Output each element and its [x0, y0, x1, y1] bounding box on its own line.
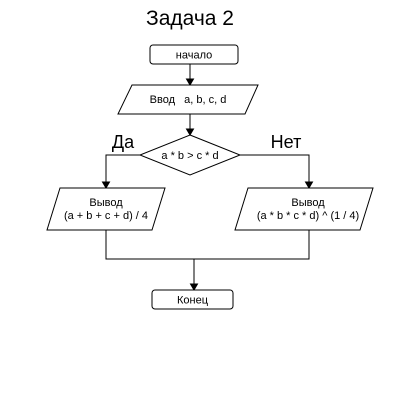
- edge-yes-merge: [105, 230, 310, 260]
- start-node: начало: [149, 44, 239, 65]
- arrowhead-decision-no: [304, 181, 314, 189]
- arrowhead-decision-yes: [101, 181, 111, 189]
- edge-decision-yes: [105, 154, 140, 182]
- output-yes-title: Вывод: [89, 197, 123, 209]
- end-node-label: Конец: [177, 295, 209, 307]
- output-no-formula: (a * b * c * d) ^ (1 / 4): [257, 210, 359, 222]
- arrowhead-input-decision: [185, 128, 195, 136]
- output-yes-formula: (a + b + c + d) / 4: [64, 210, 148, 222]
- edge-decision-no: [240, 154, 310, 182]
- decision-node-label: a * b > c * d: [161, 150, 218, 162]
- diagram-title: Задача 2: [146, 7, 234, 30]
- decision-node: a * b > c * d: [138, 134, 242, 176]
- start-node-label: начало: [176, 50, 212, 62]
- arrowhead-merge-end: [189, 283, 199, 291]
- input-node: Ввод a, b, c, d: [117, 84, 259, 115]
- branch-no-label: Нет: [271, 132, 302, 152]
- output-no-title: Вывод: [291, 197, 325, 209]
- arrowhead-start-input: [185, 78, 195, 86]
- output-no-node: Вывод (a * b * c * d) ^ (1 / 4): [234, 187, 374, 231]
- end-node: Конец: [151, 289, 234, 310]
- input-node-label: Ввод a, b, c, d: [150, 94, 227, 106]
- branch-yes-label: Да: [112, 132, 135, 152]
- output-yes-node: Вывод (a + b + c + d) / 4: [46, 187, 166, 231]
